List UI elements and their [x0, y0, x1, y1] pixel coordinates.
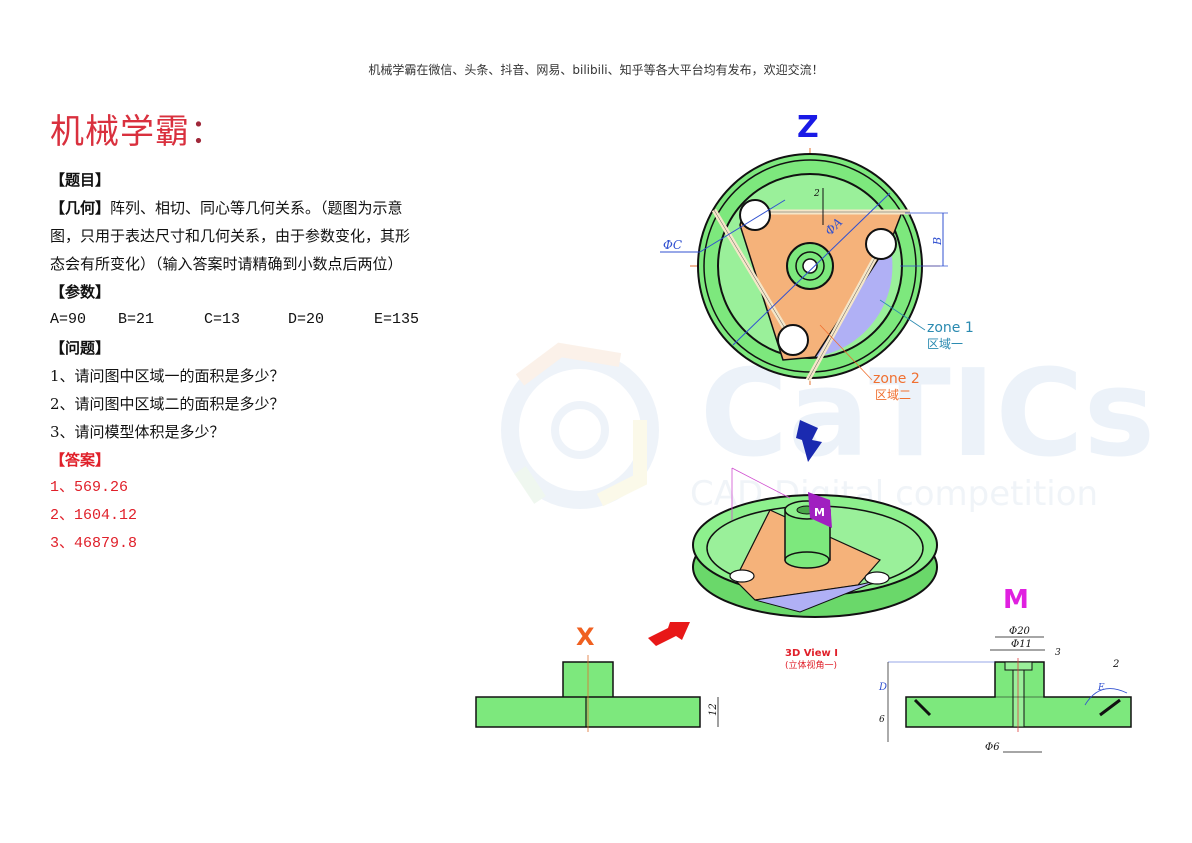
zone-1-label-cn: 区域一 [927, 337, 963, 351]
answers-heading: 【答案】 [50, 451, 111, 469]
dim-e: E [1097, 683, 1105, 693]
dim-b: B [931, 237, 944, 246]
flag-label-m: M [814, 506, 825, 519]
dim-12: 12 [708, 703, 719, 716]
section-view: M Φ20 Φ11 Φ6 3 2 D 6 E [878, 585, 1132, 753]
dim-2-top: 2 [813, 189, 820, 199]
zone-1-label: zone 1 [927, 320, 974, 336]
answer-2: 2、1604.12 [50, 507, 138, 524]
geometry-line-2: 图，只用于表达尺寸和几何关系，由于参数变化，其形 [50, 227, 411, 245]
dim-phi11: Φ11 [1011, 639, 1032, 650]
top-view: Z ΦA ΦC B 2 [660, 110, 974, 402]
dim-phi6: Φ6 [985, 742, 1000, 753]
view-label-z: Z [797, 110, 819, 145]
iso-caption-cn: (立体视角一) [785, 659, 837, 671]
dim-2-section: 2 [1112, 659, 1119, 670]
iso-view: M 3D View I (立体视角一) [692, 420, 938, 671]
param-d: D=20 [288, 311, 325, 328]
problem-text: 【题目】 【几何】阵列、相切、同心等几何关系。（题图为示意 图，只用于表达尺寸和… [50, 166, 470, 558]
brand-title-text: 机械学霸 [50, 112, 190, 152]
header-note: 机械学霸在微信、头条、抖音、网易、bilibili、知乎等各大平台均有发布，欢迎… [368, 63, 824, 77]
dim-phi-c: ΦC [663, 238, 682, 252]
view-arrow-x-icon [648, 622, 690, 646]
param-c: C=13 [204, 311, 241, 328]
answer-1: 1、569.26 [50, 479, 129, 496]
question-3: 3、请问模型体积是多少？ [50, 423, 225, 441]
zone-2-label: zone 2 [873, 371, 920, 387]
answer-3: 3、46879.8 [50, 535, 138, 552]
zone-2-label-cn: 区域二 [875, 388, 911, 402]
title-heading: 【题目】 [50, 171, 111, 189]
view-arrow-z-icon [796, 420, 822, 462]
view-label-m: M [1003, 585, 1029, 615]
geometry-line-1: 【几何】阵列、相切、同心等几何关系。（题图为示意 [50, 194, 470, 222]
questions-heading: 【问题】 [50, 339, 111, 357]
param-a: A=90 [50, 311, 87, 328]
watermark-gear-icon [501, 351, 659, 509]
params-row: A=90 B=21 C=13 D=20 E=135 [50, 306, 470, 334]
question-2: 2、请问图中区域二的面积是多少？ [50, 395, 285, 413]
param-b: B=21 [118, 311, 155, 328]
section-flag-m-icon [808, 492, 832, 528]
iso-caption-en: 3D View I [785, 648, 838, 659]
dim-d: D [878, 682, 887, 693]
brand-title: 机械学霸： [50, 104, 225, 153]
dim-phi20: Φ20 [1009, 626, 1031, 637]
dim-3: 3 [1055, 648, 1061, 658]
view-label-x: X [576, 623, 595, 651]
params-heading: 【参数】 [50, 283, 111, 301]
brand-title-colon: ： [190, 112, 225, 152]
question-1: 1、请问图中区域一的面积是多少？ [50, 367, 285, 385]
front-view: X 12 [475, 622, 719, 732]
geometry-line-3: 态会有所变化）（输入答案时请精确到小数点后两位） [50, 255, 403, 273]
dim-6: 6 [879, 715, 885, 725]
param-e: E=135 [374, 311, 420, 328]
geometry-heading: 【几何】 [50, 199, 111, 217]
geometry-text: 阵列、相切、同心等几何关系。（题图为示意 [110, 199, 403, 217]
